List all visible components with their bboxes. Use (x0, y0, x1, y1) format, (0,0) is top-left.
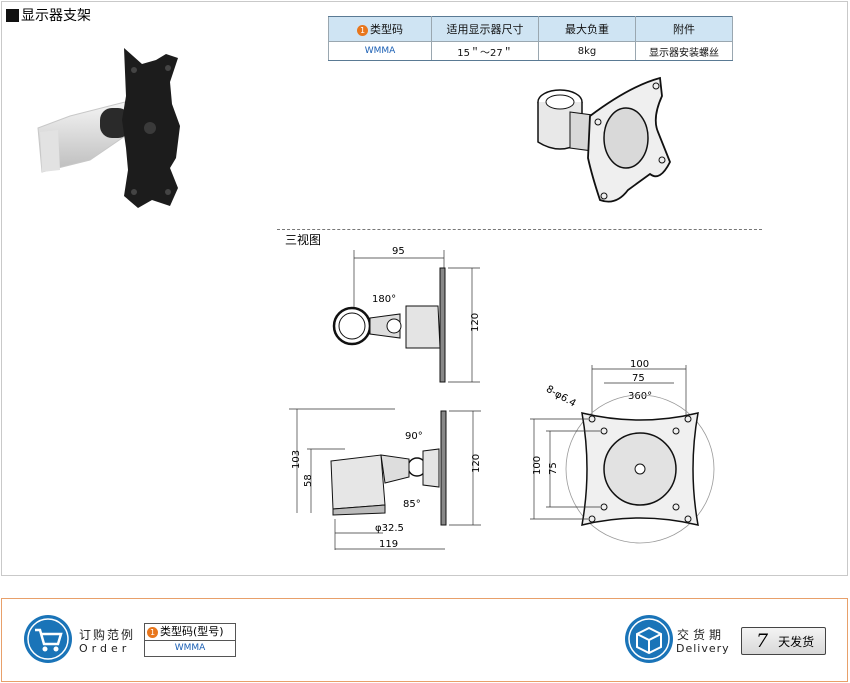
dim-tilt-85: 85° (403, 499, 421, 510)
header-monitor-size: 适用显示器尺寸 (431, 16, 539, 42)
dim-width-95: 95 (392, 246, 405, 257)
dim-vertical-100: 100 (532, 456, 543, 475)
dim-rotation-360: 360° (628, 391, 652, 402)
dim-rotation-180: 180° (372, 294, 396, 305)
order-example-value: WMMA (174, 643, 206, 653)
title-square-icon (6, 8, 19, 22)
cell-max-load: 8kg (538, 41, 636, 61)
dim-tube-dia: φ32.5 (375, 523, 404, 534)
dim-vertical-75: 75 (548, 462, 559, 475)
dim-length-119: 119 (379, 539, 398, 550)
top-view-drawing: 95 180° 120 (332, 246, 481, 383)
order-section (1, 598, 848, 682)
cell-type-code: WMMA (328, 41, 432, 61)
dim-height-58: 58 (303, 474, 314, 487)
delivery-title: 交货期 (677, 628, 726, 642)
delivery-title-en: Delivery (676, 642, 730, 655)
dim-height-120-side: 120 (471, 454, 482, 473)
product-3d-drawing (537, 76, 671, 203)
side-view-drawing: 103 58 90° 85° 120 φ32.5 119 (289, 408, 482, 550)
order-title-en: Order (79, 642, 131, 655)
dim-height-120-top: 120 (470, 313, 481, 332)
delivery-days: 7 (756, 630, 769, 652)
dim-tilt-90: 90° (405, 431, 423, 442)
dim-spacing-75: 75 (632, 373, 645, 384)
front-view-drawing: 100 75 8-φ6.4 360° 100 75 (530, 359, 715, 544)
spec-frame (1, 1, 848, 576)
dim-spacing-100: 100 (630, 359, 649, 370)
cell-monitor-size: 15＂～27＂ (431, 41, 539, 61)
cell-accessory: 显示器安装螺丝 (635, 41, 733, 61)
dim-height-103: 103 (291, 450, 302, 469)
delivery-days-label: 天发货 (778, 634, 815, 649)
product-photo (37, 48, 180, 208)
delivery-box-icon (625, 615, 673, 663)
header-max-load: 最大负重 (538, 16, 636, 42)
page-title: 显示器支架 (6, 5, 91, 25)
order-title: 订购范例 (79, 628, 136, 642)
dim-holes: 8-φ6.4 (544, 384, 578, 410)
delivery-days-badge: 7 天发货 (741, 627, 826, 655)
section-divider (277, 229, 762, 230)
cart-icon (24, 615, 72, 663)
section-label: 三视图 (285, 233, 322, 247)
header-accessory: 附件 (635, 16, 733, 42)
